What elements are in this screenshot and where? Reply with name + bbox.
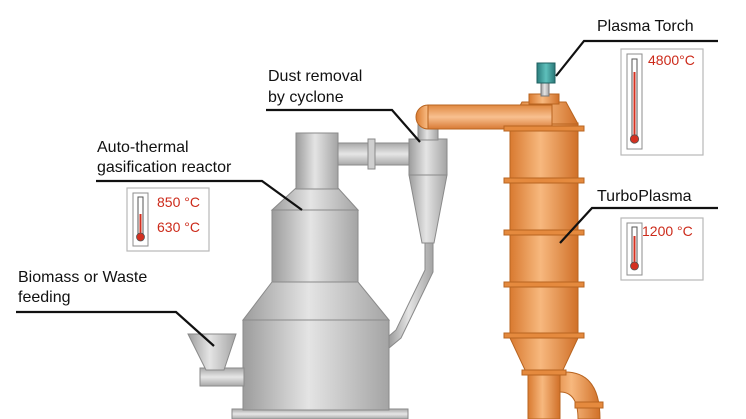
temperature-reactor-high: 850 °C (157, 194, 200, 210)
turboplasma-vessel (427, 93, 604, 419)
label-dust-removal-line1: Dust removal (268, 68, 362, 85)
thermometer-turboplasma-panel: 1200 °C (620, 217, 704, 281)
ring-1 (503, 125, 585, 132)
thermometer-mercury (633, 236, 636, 266)
temperature-turboplasma: 1200 °C (642, 223, 693, 239)
ring-3 (503, 229, 585, 236)
vessel-bottom-cone (509, 337, 579, 373)
duct-flange (367, 138, 376, 170)
reactor-top-column (295, 132, 339, 190)
label-turboplasma: TurboPlasma (597, 188, 692, 205)
label-reactor-line1: Auto-thermal (97, 139, 189, 156)
leader-feeding (16, 310, 215, 347)
reactor-lower-body (242, 319, 390, 411)
temperature-torch: 4800°C (648, 52, 695, 68)
label-feeding-line1: Biomass or Waste (18, 269, 147, 286)
thermometer-bulb (136, 232, 145, 242)
reactor-lower-cone (241, 281, 391, 321)
label-feeding-line2: feeding (18, 289, 71, 306)
leader-turboplasma (559, 206, 718, 244)
gasification-reactor (231, 132, 409, 419)
cyclone-body (408, 138, 448, 176)
cyclone-return-pipe (388, 242, 434, 350)
temperature-reactor-low: 630 °C (157, 219, 200, 235)
biomass-feeder (187, 333, 245, 387)
inlet-pipe (427, 104, 553, 130)
ring-2 (503, 177, 585, 184)
thermometer-bulb (629, 134, 640, 144)
exit-flange (574, 401, 604, 409)
leader-dust-removal (266, 108, 421, 143)
ring-5 (503, 332, 585, 339)
thermometer-torch-panel: 4800°C (620, 48, 704, 156)
thermometer-bulb (630, 261, 639, 271)
plasma-torch (536, 62, 556, 97)
ring-4 (503, 281, 585, 288)
label-dust-removal-line2: by cyclone (268, 89, 344, 106)
torch-body (536, 62, 556, 84)
leader-plasma-torch (555, 39, 718, 77)
vessel-bottom-neck (527, 371, 561, 419)
reactor-mid-body (271, 209, 359, 283)
reactor-upper-cone (270, 187, 360, 211)
thermometer-reactor-panel: 850 °C 630 °C (126, 187, 210, 252)
thermometer-mercury (633, 72, 636, 138)
leader-reactor (96, 179, 303, 211)
thermometer-mercury (139, 214, 142, 236)
feeder-pipe (199, 367, 245, 387)
bottom-ring (521, 369, 567, 376)
cyclone-cone (408, 174, 448, 244)
leader-lines (16, 39, 718, 347)
label-plasma-torch: Plasma Torch (597, 18, 694, 35)
torch-nozzle (540, 81, 550, 97)
feeder-hopper (187, 333, 237, 371)
label-reactor-line2: gasification reactor (97, 159, 232, 176)
